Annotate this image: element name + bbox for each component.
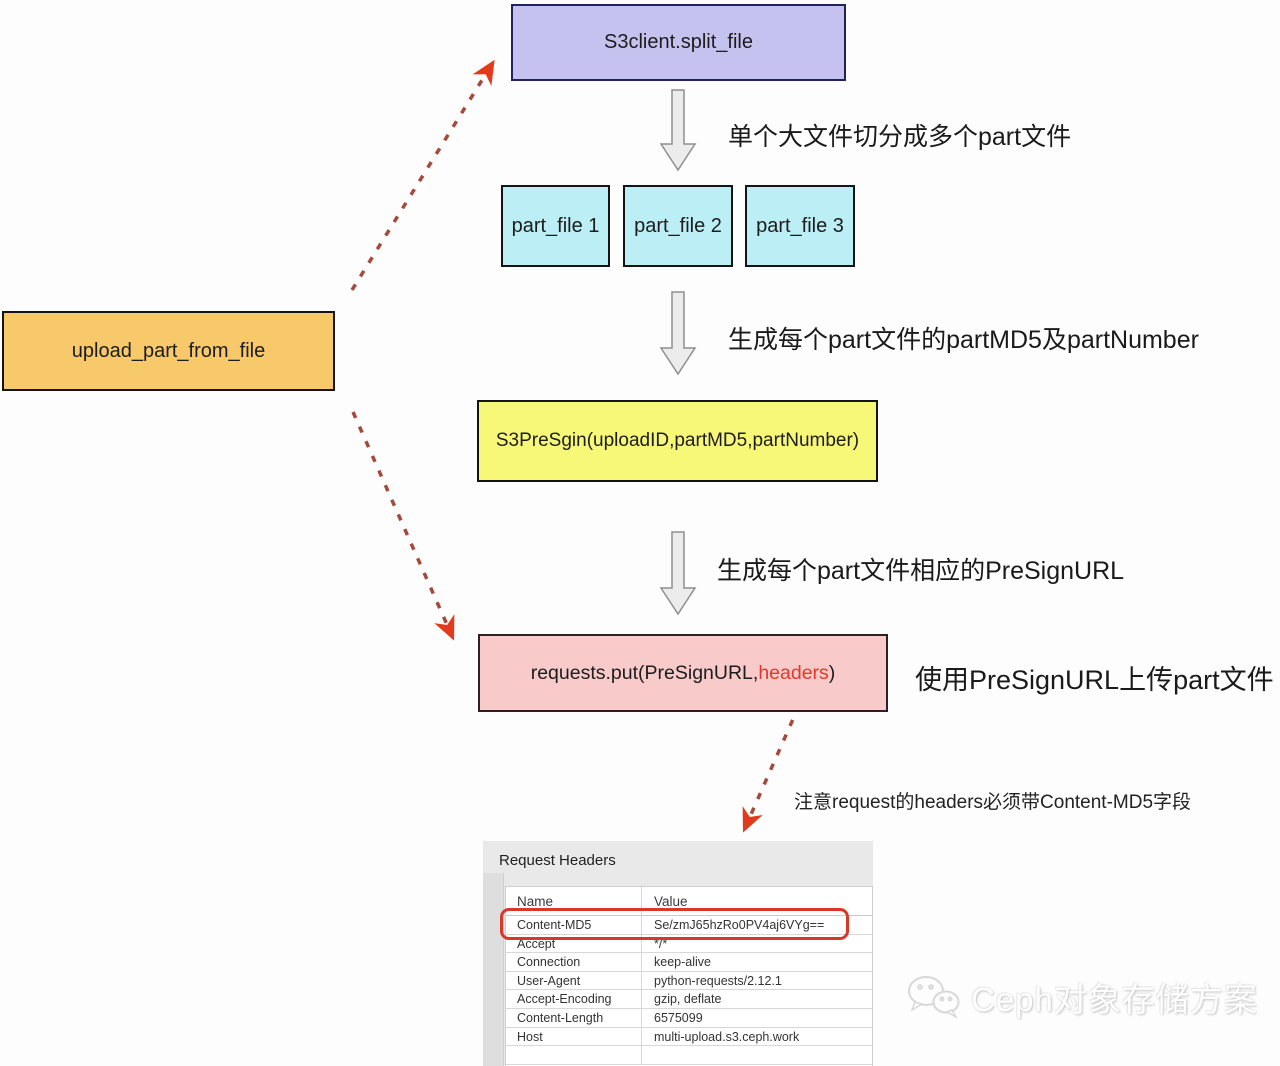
row-value: keep-alive xyxy=(641,953,872,971)
down-arrow-icon xyxy=(659,291,697,376)
row-name: User-Agent xyxy=(517,973,581,988)
row-name: Accept-Encoding xyxy=(517,992,612,1007)
row-value xyxy=(641,1046,872,1064)
row-value: python-requests/2.12.1 xyxy=(641,971,872,990)
node-upload-part-label: upload_part_from_file xyxy=(71,339,266,362)
dashed-arrow-upload-to-put xyxy=(351,411,455,641)
table-row: Content-MD5 Se/zmJ65hzRo0PV4aj6VYg== xyxy=(506,916,872,935)
node-presign: S3PreSgin(uploadID,partMD5,partNumber) xyxy=(477,400,878,482)
annotation-step1: 单个大文件切分成多个part文件 xyxy=(728,123,1072,151)
table-row: Accept */* xyxy=(506,934,872,954)
watermark: Ceph对象存储方案 xyxy=(905,972,1258,1022)
node-split-file: S3client.split_file xyxy=(511,4,846,81)
node-split-file-label: S3client.split_file xyxy=(604,31,753,53)
column-header-value: Value xyxy=(641,887,872,915)
node-part-file-1: part_file 1 xyxy=(501,185,610,267)
row-name: Accept xyxy=(517,936,556,951)
row-value: */* xyxy=(641,934,872,953)
down-arrow-icon xyxy=(659,531,697,616)
row-value: Se/zmJ65hzRo0PV4aj6VYg== xyxy=(641,916,872,934)
requests-put-suffix: ) xyxy=(828,661,836,684)
table-row: Accept-Encoding gzip, deflate xyxy=(506,990,872,1009)
dashed-arrow-upload-to-split xyxy=(350,59,495,291)
node-part-file-2-label: part_file 2 xyxy=(634,214,722,237)
node-part-file-3: part_file 3 xyxy=(745,185,855,267)
table-row: Connection keep-alive xyxy=(506,953,872,972)
down-arrow-icon xyxy=(659,89,697,172)
row-value: gzip, deflate xyxy=(641,990,872,1008)
annotation-step2: 生成每个part文件的partMD5及partNumber xyxy=(728,326,1199,354)
watermark-text: Ceph对象存储方案 xyxy=(971,981,1258,1018)
annotation-content-md5-note: 注意request的headers必须带Content-MD5字段 xyxy=(794,792,1192,813)
node-part-file-3-label: part_file 3 xyxy=(756,214,844,237)
row-value: 6575099 xyxy=(641,1008,872,1027)
row-name xyxy=(506,1046,641,1064)
request-headers-table: Name Value Content-MD5 Se/zmJ65hzRo0PV4a… xyxy=(505,886,873,1066)
table-row: Content-Length 6575099 xyxy=(506,1008,872,1028)
node-upload-part-from-file: upload_part_from_file xyxy=(2,311,335,391)
requests-put-headers-highlight: headers xyxy=(758,661,829,684)
table-header-row: Name Value xyxy=(506,887,872,916)
annotation-step3: 生成每个part文件相应的PreSignURL xyxy=(717,557,1125,585)
content-md5-highlight-box xyxy=(500,908,849,940)
wechat-icon xyxy=(908,976,960,1019)
node-part-file-2: part_file 2 xyxy=(623,185,733,267)
row-name: Connection xyxy=(517,955,581,970)
request-headers-title: Request Headers xyxy=(499,852,616,869)
request-headers-panel: Request Headers Name Value Content-MD5 S… xyxy=(483,841,873,1066)
node-presign-label: S3PreSgin(uploadID,partMD5,partNumber) xyxy=(495,430,860,451)
node-requests-put: requests.put(PreSignURL,headers) xyxy=(478,634,888,712)
annotation-step4: 使用PreSignURL上传part文件 xyxy=(915,665,1274,695)
node-requests-put-label: requests.put(PreSignURL,headers) xyxy=(531,662,836,685)
panel-left-strip xyxy=(483,873,504,1066)
table-row: User-Agent python-requests/2.12.1 xyxy=(506,971,872,991)
row-name: Host xyxy=(517,1029,543,1044)
column-header-name: Name xyxy=(517,894,554,909)
row-value: multi-upload.s3.ceph.work xyxy=(641,1027,872,1046)
row-name: Content-Length xyxy=(517,1010,604,1025)
requests-put-prefix: requests.put(PreSignURL, xyxy=(530,661,759,684)
table-empty-row xyxy=(506,1046,872,1065)
table-row: Host multi-upload.s3.ceph.work xyxy=(506,1027,872,1047)
node-part-file-1-label: part_file 1 xyxy=(511,214,600,237)
row-name: Content-MD5 xyxy=(517,918,592,932)
